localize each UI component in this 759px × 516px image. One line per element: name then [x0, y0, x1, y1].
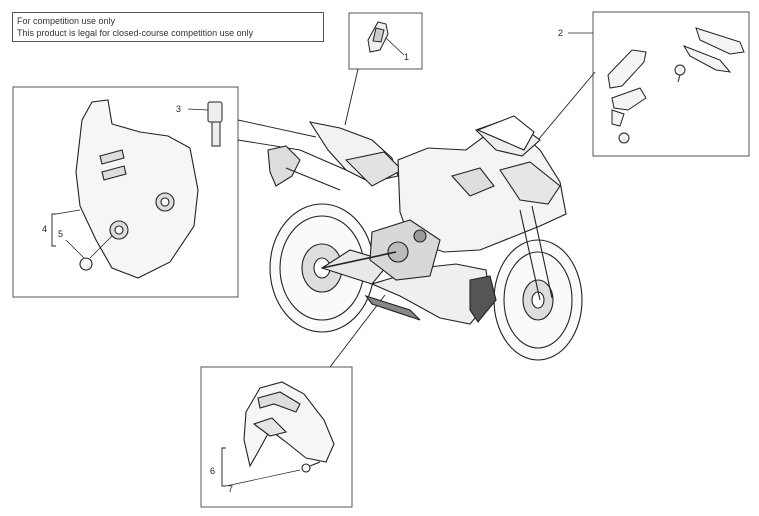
- motorcycle-illustration: [267, 115, 583, 361]
- leader-lines: [237, 68, 596, 368]
- notice-line-2: This product is legal for closed-course …: [17, 28, 254, 38]
- callout-1: 1: [404, 52, 409, 62]
- callout-5: 5: [58, 229, 63, 239]
- detail-box-part-1: [348, 12, 423, 70]
- part-1-sensor: [367, 21, 405, 56]
- callout-3: 3: [176, 104, 181, 114]
- callout-4: 4: [42, 224, 47, 234]
- part-6-sprocket-cover: [221, 381, 335, 487]
- notice-line-1: For competition use only: [17, 16, 116, 26]
- callout-6: 6: [210, 466, 215, 476]
- callout-2: 2: [558, 28, 563, 38]
- part-2-plates: [568, 27, 745, 144]
- part-4-cover: [51, 99, 199, 279]
- part-3-connector: [187, 101, 223, 147]
- callout-7: 7: [228, 484, 233, 494]
- competition-notice: For competition use only This product is…: [12, 12, 324, 42]
